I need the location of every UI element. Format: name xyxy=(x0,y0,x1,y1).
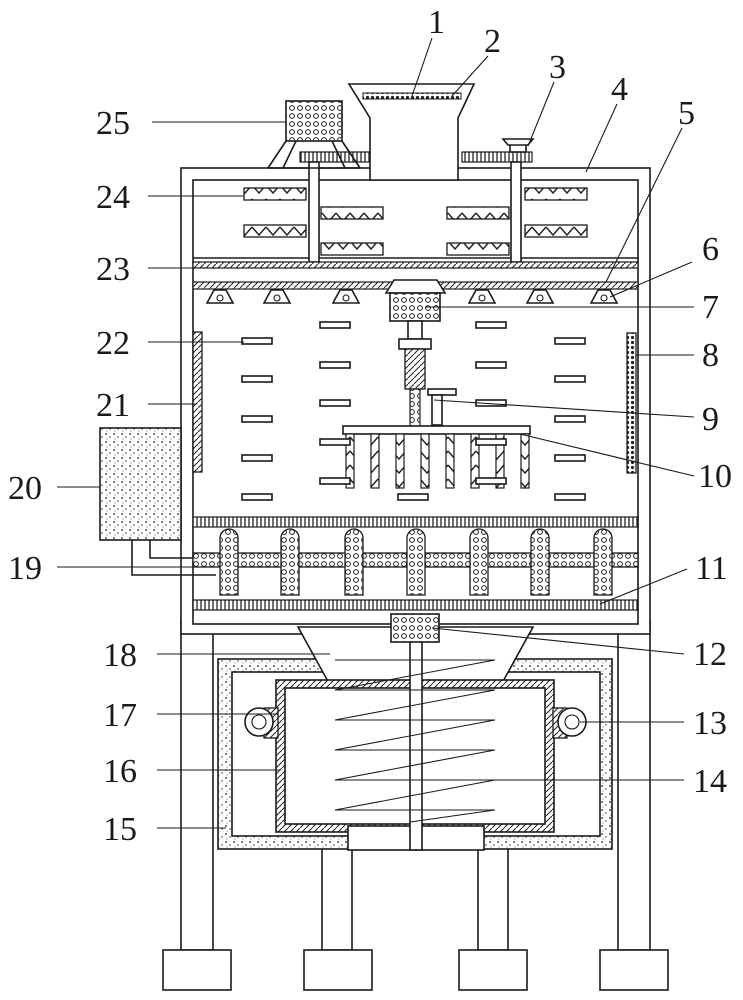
mixer-shaft xyxy=(404,348,457,430)
callout-22: 22 xyxy=(96,325,130,362)
callout-16: 16 xyxy=(103,753,137,790)
callout-12: 12 xyxy=(693,636,727,673)
callout-25: 25 xyxy=(96,105,130,142)
bearing-left xyxy=(244,707,279,739)
lower-motor xyxy=(390,613,440,643)
callout-15: 15 xyxy=(103,811,137,848)
callout-9: 9 xyxy=(702,401,719,438)
leader-lines xyxy=(57,37,695,829)
upper-crushing-blades xyxy=(243,187,588,256)
callout-11: 11 xyxy=(695,550,728,587)
callout-6: 6 xyxy=(702,231,719,268)
stirring-rack xyxy=(342,425,531,489)
mixer-motor xyxy=(384,279,447,350)
side-tank xyxy=(99,427,216,576)
callout-24: 24 xyxy=(96,179,130,216)
feet xyxy=(162,949,669,991)
callout-7: 7 xyxy=(702,289,719,326)
callout-3: 3 xyxy=(549,49,566,86)
bearing-right xyxy=(552,707,587,739)
spray-nozzles xyxy=(205,289,619,304)
callout-18: 18 xyxy=(103,637,137,674)
spiral-conveyor xyxy=(334,639,496,851)
callout-20: 20 xyxy=(8,470,42,507)
callout-labels: 1 2 3 4 5 6 7 8 9 10 11 12 13 14 15 16 1… xyxy=(8,4,732,848)
callout-13: 13 xyxy=(693,705,727,742)
callout-8: 8 xyxy=(702,337,719,374)
baffle-plates xyxy=(241,321,586,501)
side-sensor-right xyxy=(626,332,637,474)
motor-25 xyxy=(267,100,361,169)
callout-10: 10 xyxy=(698,458,732,495)
callout-19: 19 xyxy=(8,550,42,587)
filter-mesh xyxy=(192,516,639,611)
callout-2: 2 xyxy=(484,23,501,60)
callout-5: 5 xyxy=(678,95,695,132)
side-heater-left xyxy=(192,331,203,473)
callout-14: 14 xyxy=(693,763,727,800)
grinding-rollers xyxy=(192,528,639,596)
callout-23: 23 xyxy=(96,251,130,288)
callout-1: 1 xyxy=(428,4,445,41)
callout-17: 17 xyxy=(103,697,137,734)
callout-4: 4 xyxy=(611,71,628,108)
feed-hopper xyxy=(347,83,476,181)
callout-21: 21 xyxy=(96,387,130,424)
